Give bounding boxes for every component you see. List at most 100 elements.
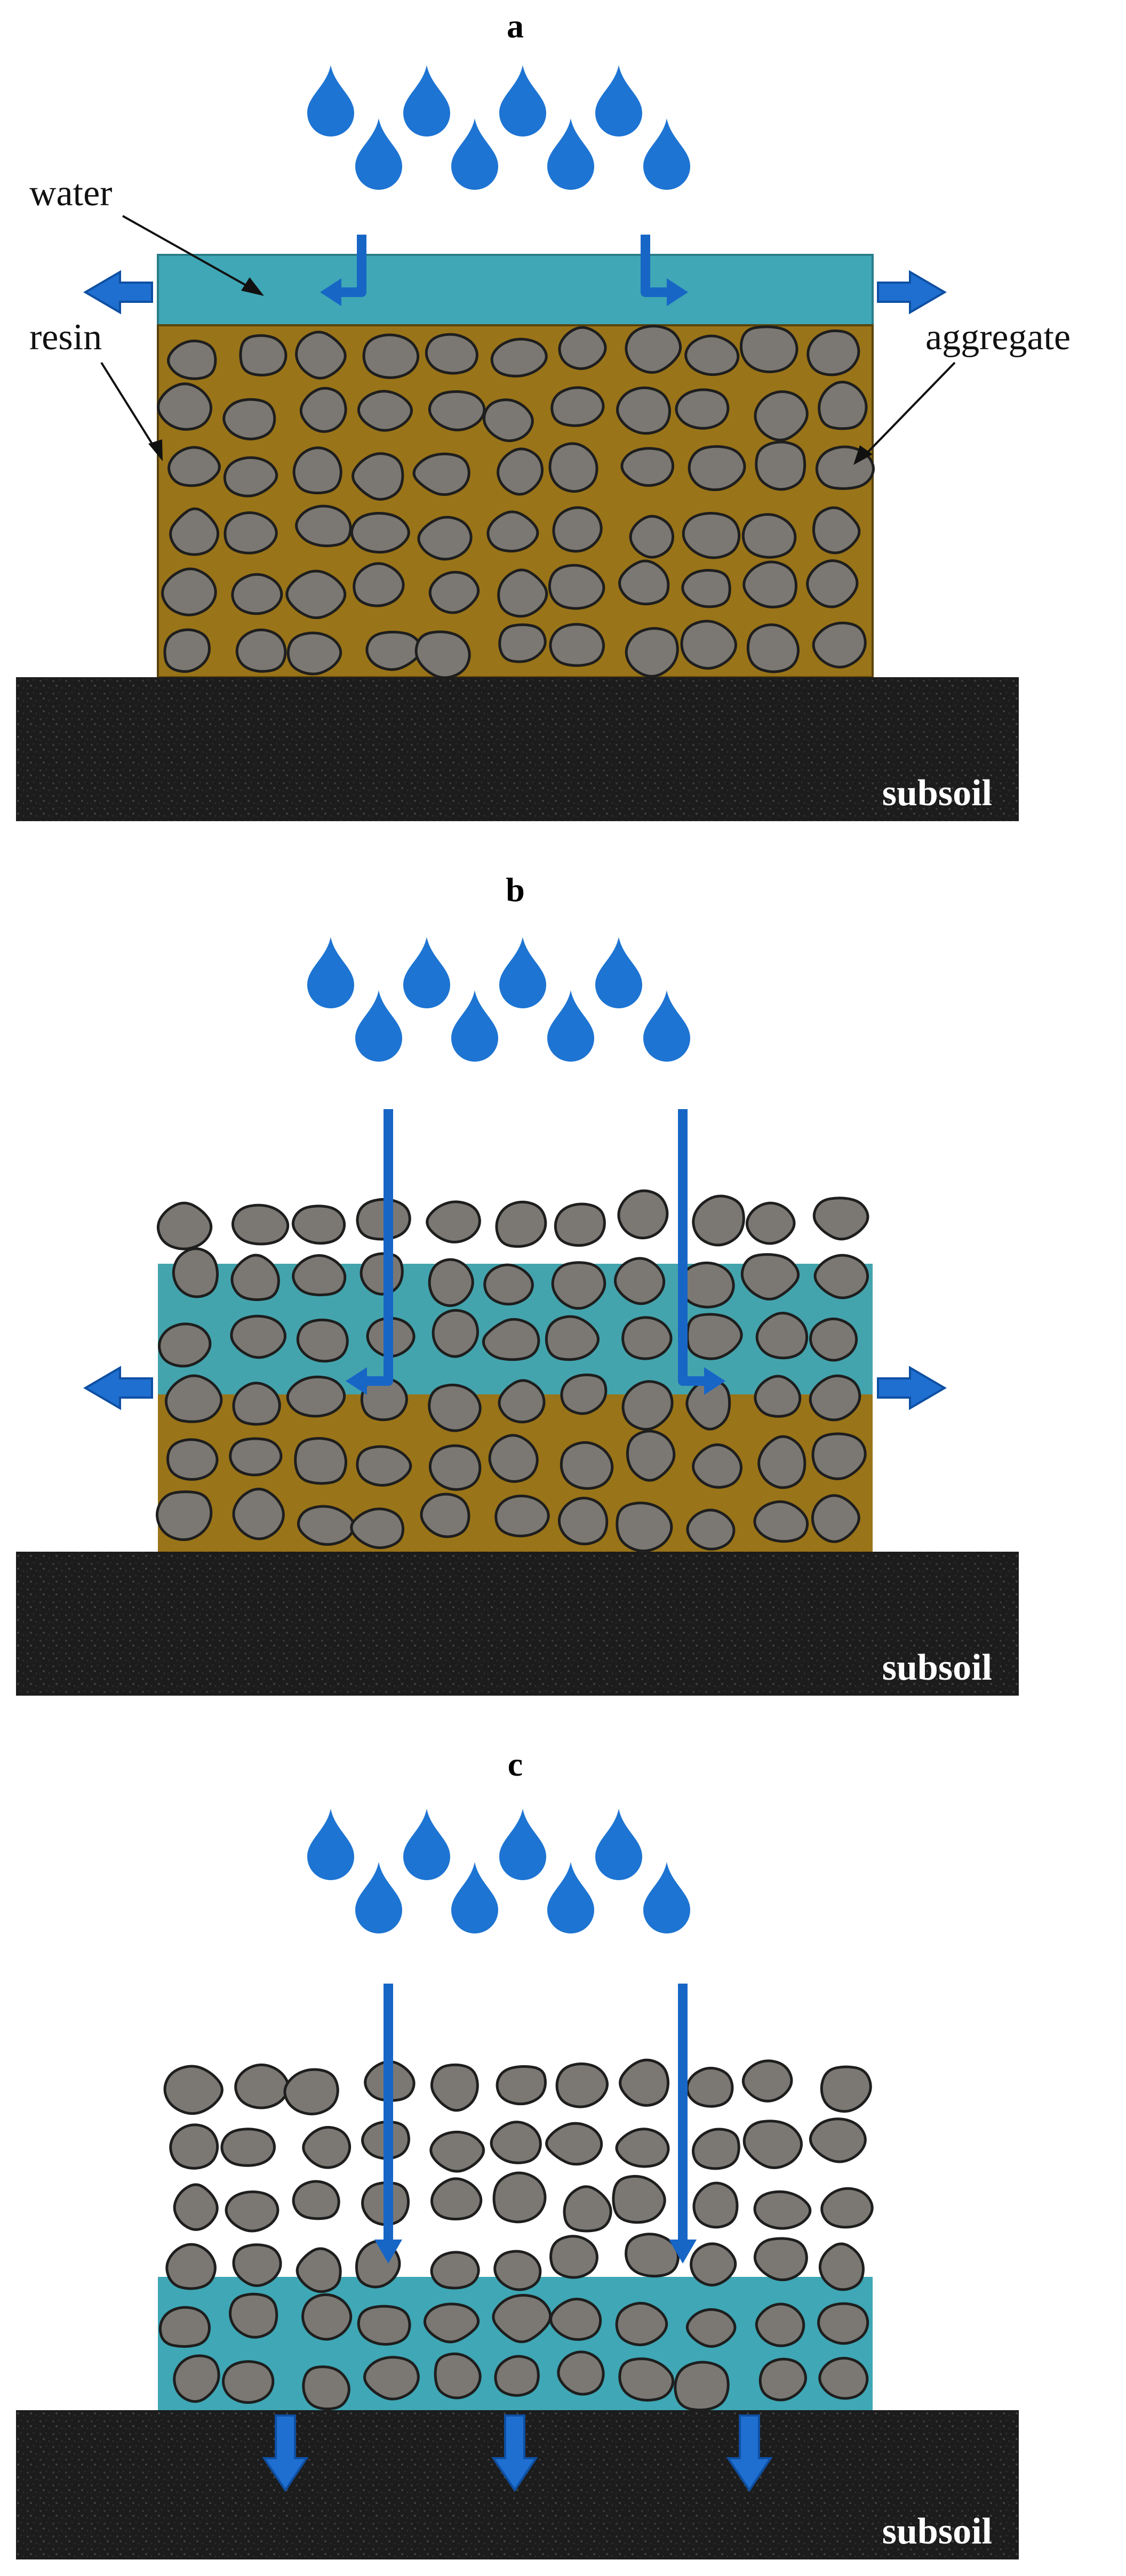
aggregate-stone	[614, 1257, 666, 1305]
aggregate-stone	[161, 567, 217, 616]
aggregate-stone	[555, 2063, 609, 2108]
aggregate-stone	[155, 1490, 213, 1541]
aggregate-stones-c	[158, 2058, 874, 2412]
aggregate-stone	[362, 333, 420, 379]
aggregate-stone	[360, 1252, 404, 1296]
subsoil-label-b: subsoil	[882, 1647, 992, 1688]
raindrop-icon	[595, 1809, 642, 1880]
aggregate-stone	[296, 1318, 349, 1363]
aggregate-stone	[294, 1437, 347, 1485]
aggregate-stone	[222, 398, 276, 440]
aggregate-stone	[363, 2356, 420, 2401]
flow-arrowhead-right-b	[704, 1367, 725, 1395]
aggregate-stone	[429, 2130, 485, 2173]
aggregate-stone	[812, 1197, 869, 1241]
aggregate-stone	[232, 1488, 285, 1540]
aggregate-stone	[617, 1189, 669, 1240]
aggregate-stone	[494, 2355, 540, 2397]
runoff-arrow-left-a	[83, 270, 153, 315]
aggregate-stone	[560, 1441, 614, 1490]
aggregate-stone	[165, 2243, 217, 2290]
aggregate-stone	[295, 331, 347, 380]
aggregate-stone	[806, 559, 859, 608]
flow-arrow-left-a	[336, 235, 366, 297]
raindrop-icon	[355, 118, 402, 190]
aggregate-stone	[680, 620, 737, 670]
aggregate-stone	[302, 2126, 352, 2169]
raindrop-icon	[403, 1809, 450, 1880]
aggregate-stone	[426, 1200, 481, 1243]
raindrop-icon	[355, 990, 402, 1062]
aggregate-stone	[350, 511, 410, 554]
aggregate-stone	[812, 506, 861, 555]
aggregate-stone	[755, 1312, 809, 1360]
raindrop-icon	[643, 118, 690, 190]
aggregate-stone	[295, 504, 352, 548]
aggregate-stone	[173, 2183, 219, 2231]
panel-label-b: b	[506, 871, 525, 909]
aggregate-stone	[820, 2187, 874, 2229]
aggregate-stone	[758, 2357, 807, 2402]
aggregate-stone	[365, 630, 422, 671]
aggregate-stone	[356, 1445, 412, 1487]
aggregate-stone	[497, 568, 548, 618]
aggregate-stone	[223, 456, 278, 497]
raindrop-icon	[499, 937, 546, 1008]
flow-arrow-left-b	[363, 1109, 393, 1386]
aggregate-stone	[482, 1318, 540, 1361]
raindrop-icon	[451, 118, 498, 190]
aggregate-stone	[496, 2065, 547, 2106]
aggregate-stone	[615, 2301, 668, 2346]
infiltration-arrow-1-c	[262, 2414, 309, 2492]
aggregate-stone	[745, 1201, 796, 1245]
aggregate-stone	[239, 334, 288, 376]
aggregate-stone	[488, 1434, 539, 1483]
aggregate-stone	[625, 627, 679, 678]
aggregate-stone	[167, 339, 217, 380]
label-aggregate: aggregate	[925, 317, 1071, 358]
aggregate-stone	[625, 325, 682, 374]
aggregate-stone	[493, 2250, 542, 2291]
raindrop-icon	[307, 937, 354, 1008]
aggregate-stone	[428, 1383, 482, 1432]
aggregate-stone	[172, 1247, 219, 1298]
aggregate-stone	[615, 2128, 670, 2168]
aggregate-stone	[754, 1375, 802, 1418]
panel-c: c subsoil	[16, 1745, 1019, 2559]
aggregate-stone	[739, 325, 798, 373]
aggregate-stone	[230, 1254, 280, 1301]
panel-label-a: a	[507, 7, 524, 45]
aggregate-stone	[292, 1254, 347, 1297]
aggregate-stone	[684, 334, 740, 376]
aggregate-stone	[223, 511, 278, 555]
aggregate-stone	[688, 445, 746, 492]
aggregate-stone	[686, 1508, 736, 1551]
aggregate-stone	[286, 631, 342, 676]
aggregate-stone	[357, 390, 413, 432]
subsoil-label-c: subsoil	[882, 2511, 992, 2552]
aggregate-stone	[560, 1373, 608, 1415]
raindrop-icon	[451, 990, 498, 1062]
aggregate-stone	[412, 452, 470, 496]
aggregate-stone	[163, 628, 211, 673]
raindrop-icon	[355, 1862, 402, 1933]
aggregate-stone	[292, 2180, 340, 2220]
aggregate-stone	[428, 1258, 474, 1307]
subsoil-b	[16, 1552, 1019, 1696]
lateral-arrow-left-b	[83, 1366, 153, 1410]
aggregate-stone	[158, 2306, 211, 2348]
aggregate-stone	[692, 2181, 739, 2229]
aggregate-stone	[809, 1374, 861, 1422]
aggregate-stone	[741, 2059, 793, 2102]
aggregate-stone	[486, 510, 539, 553]
aggregate-stone	[292, 446, 342, 495]
aggregate-stone	[483, 398, 534, 443]
aggregate-stone	[612, 2174, 666, 2224]
aggregate-stone	[163, 2065, 223, 2115]
raindrop-icon	[499, 1809, 546, 1880]
aggregate-stone	[173, 2354, 220, 2403]
raindrop-icon	[403, 65, 450, 137]
aggregate-stone	[428, 390, 486, 431]
aggregate-stone	[685, 2067, 734, 2108]
aggregate-stone	[686, 1313, 743, 1360]
